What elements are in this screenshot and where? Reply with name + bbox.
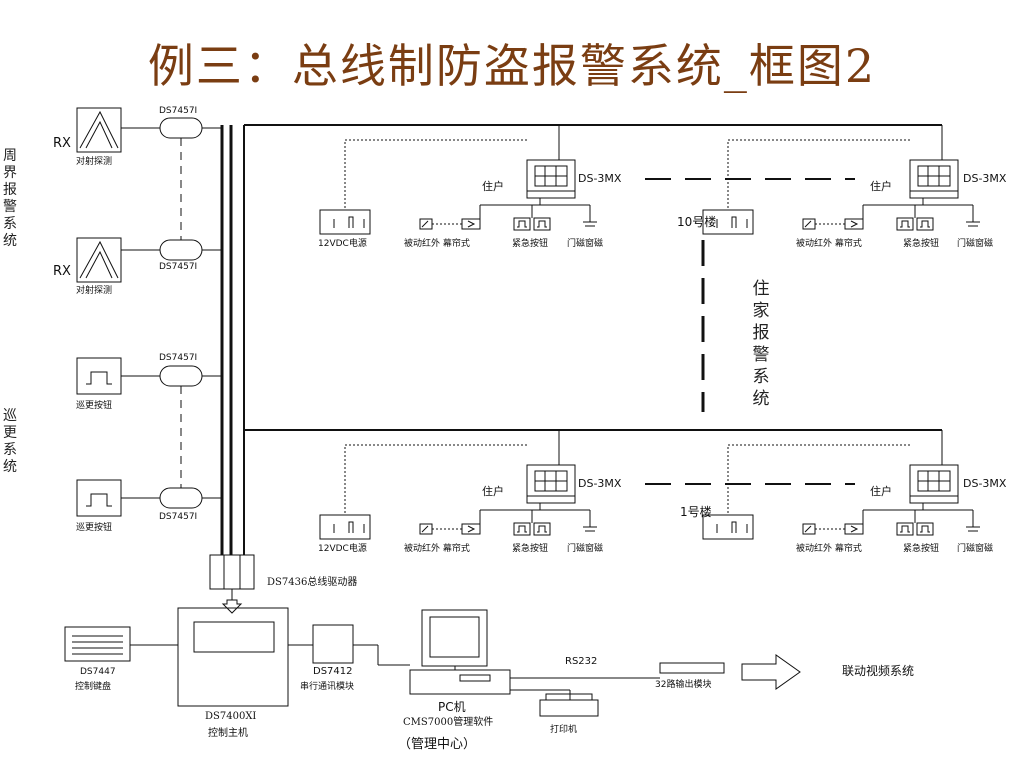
management-center-label: （管理中心） <box>398 737 477 752</box>
beam-detector-label: 对射探测 <box>76 286 113 296</box>
output-module-label: 32路输出模块 <box>655 680 712 690</box>
keypad-label: DS-3MX <box>578 477 622 490</box>
pir-sensor-label: 被动红外 幕帘式 <box>404 544 470 554</box>
power-supply-label: 12VDC电源 <box>318 544 367 554</box>
video-system-label: 联动视频系统 <box>842 664 915 678</box>
panic-button-label: 紧急按钮 <box>903 239 940 249</box>
building-name: 10号楼 <box>677 215 717 229</box>
keypad-label: DS-3MX <box>963 172 1007 185</box>
door-magnet-label: 门磁窗磁 <box>957 544 994 554</box>
resident-label: 住户 <box>870 180 892 193</box>
panic-button-label: 紧急按钮 <box>512 239 549 249</box>
keyboard-model-label: DS7447 <box>80 667 116 677</box>
host-name-label: 控制主机 <box>208 728 248 739</box>
rs232-label: RS232 <box>565 656 598 667</box>
home-alarm-system-label: 住家报警系统 <box>752 279 770 409</box>
rx-label: RX <box>53 136 71 151</box>
rx-label: RX <box>53 264 71 279</box>
door-magnet-label: 门磁窗磁 <box>957 239 994 249</box>
building-name: 1号楼 <box>680 505 712 519</box>
bus-driver-label: DS7436总线驱动器 <box>267 577 358 588</box>
module-label: DS7457I <box>159 106 198 116</box>
host-model-label: DS7400XI <box>205 711 257 722</box>
printer-label: 打印机 <box>550 725 578 735</box>
resident-label: 住户 <box>482 485 504 498</box>
software-label: CMS7000管理软件 <box>403 717 494 728</box>
panic-button-label: 紧急按钮 <box>512 544 549 554</box>
page-title: 例三：总线制防盗报警系统_框图2 <box>147 39 877 93</box>
serial-model-label: DS7412 <box>313 666 353 677</box>
perimeter-system-label: 周界报警系统 <box>3 148 17 249</box>
pir-sensor-label: 被动红外 幕帘式 <box>404 239 470 249</box>
power-supply-label: 12VDC电源 <box>318 239 367 249</box>
patrol-button-label: 巡更按钮 <box>76 523 113 533</box>
keypad-label: DS-3MX <box>578 172 622 185</box>
keypad-label: DS-3MX <box>963 477 1007 490</box>
panic-button-label: 紧急按钮 <box>903 544 940 554</box>
patrol-button-label: 巡更按钮 <box>76 401 113 411</box>
pir-sensor-label: 被动红外 幕帘式 <box>796 544 862 554</box>
pir-sensor-label: 被动红外 幕帘式 <box>796 239 862 249</box>
module-label: DS7457I <box>159 353 198 363</box>
resident-label: 住户 <box>482 180 504 193</box>
pc-label: PC机 <box>438 700 466 714</box>
resident-label: 住户 <box>870 485 892 498</box>
module-label: DS7457I <box>159 262 198 272</box>
door-magnet-label: 门磁窗磁 <box>567 239 604 249</box>
keyboard-name-label: 控制键盘 <box>75 682 112 692</box>
serial-name-label: 串行通讯模块 <box>300 682 355 692</box>
door-magnet-label: 门磁窗磁 <box>567 544 604 554</box>
module-label: DS7457I <box>159 512 198 522</box>
beam-detector-label: 对射探测 <box>76 157 113 167</box>
patrol-system-label: 巡更系统 <box>3 408 17 475</box>
